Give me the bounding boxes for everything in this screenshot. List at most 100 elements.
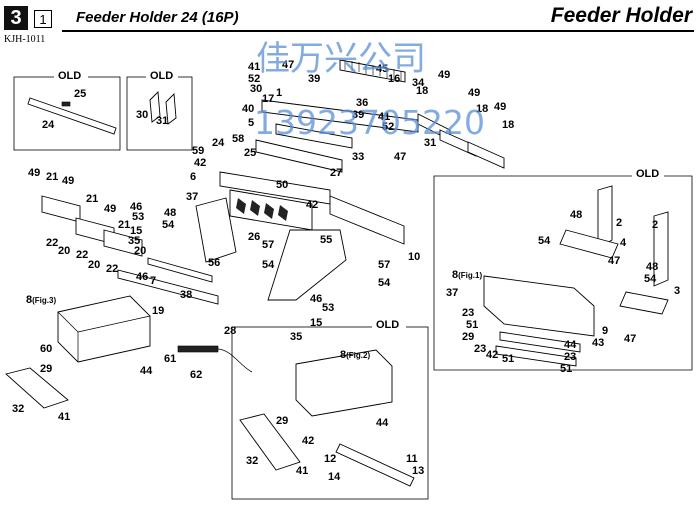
callout-c62: 7 bbox=[150, 275, 156, 287]
holder-fig2 bbox=[295, 349, 393, 417]
callout-c50: 20 bbox=[134, 245, 146, 257]
callout-c19: 49 bbox=[494, 101, 506, 113]
callout-c102: 8(Fig.1) bbox=[452, 269, 482, 281]
header-rule bbox=[62, 30, 694, 32]
callout-c12: 45 bbox=[376, 63, 388, 75]
callout-c113: 9 bbox=[602, 325, 608, 337]
callout-c18: 18 bbox=[476, 103, 488, 115]
callout-c4: 31 bbox=[156, 115, 168, 127]
strip-38 bbox=[117, 269, 219, 305]
watermark-phone: 13923705220 bbox=[254, 103, 485, 142]
callout-c35: 27 bbox=[330, 167, 342, 179]
callout-c100: 54 bbox=[644, 273, 657, 285]
callout-c41: 21 bbox=[46, 171, 58, 183]
section-number: 3 bbox=[4, 6, 28, 30]
callout-c31: 42 bbox=[194, 157, 206, 169]
callout-c48: 15 bbox=[130, 225, 142, 237]
holder-fig1 bbox=[483, 275, 595, 337]
callout-c7: 52 bbox=[248, 73, 260, 85]
callout-c98: 2 bbox=[652, 219, 658, 231]
callout-c89: 12 bbox=[324, 453, 336, 465]
clip-old bbox=[61, 101, 71, 107]
callout-c94: 2 bbox=[616, 217, 622, 229]
callout-c88: 41 bbox=[296, 465, 308, 477]
callout-c64: 56 bbox=[208, 257, 220, 269]
callout-c78: 29 bbox=[40, 363, 52, 375]
base-rail-10 bbox=[329, 195, 405, 245]
rail-51b bbox=[495, 345, 577, 367]
callout-c6: 47 bbox=[282, 59, 294, 71]
old-label-d: OLD bbox=[376, 319, 399, 331]
callout-c114: 43 bbox=[592, 337, 604, 349]
callout-c59: 22 bbox=[76, 249, 88, 261]
callout-c11: 39 bbox=[308, 73, 320, 85]
callout-c60: 20 bbox=[88, 259, 100, 271]
comb-strip-old bbox=[27, 97, 117, 135]
callout-c109: 51 bbox=[502, 353, 514, 365]
callout-c42: 49 bbox=[62, 175, 74, 187]
callout-c69: 8(Fig.3) bbox=[26, 294, 56, 306]
bar-3 bbox=[619, 291, 669, 315]
comb-unit-1 bbox=[41, 195, 81, 223]
callout-c56: 10 bbox=[408, 251, 420, 263]
callout-c73: 15 bbox=[310, 317, 322, 329]
callout-c74: 28 bbox=[224, 325, 236, 337]
rail-plate-27 bbox=[255, 139, 343, 173]
old-box-d bbox=[231, 326, 429, 500]
callout-c99: 48 bbox=[646, 261, 658, 273]
old-label-a: OLD bbox=[58, 70, 81, 82]
callout-c107: 23 bbox=[474, 343, 486, 355]
callout-c85: 44 bbox=[376, 417, 389, 429]
callout-c23: 36 bbox=[356, 97, 368, 109]
callout-c30: 59 bbox=[192, 145, 204, 157]
callout-c95: 54 bbox=[538, 235, 551, 247]
bracket-56 bbox=[195, 197, 237, 263]
callout-c17: 49 bbox=[468, 87, 480, 99]
callout-c57: 22 bbox=[46, 237, 58, 249]
callout-c47: 53 bbox=[132, 211, 144, 223]
callout-c112: 51 bbox=[560, 363, 572, 375]
old-label-b: OLD bbox=[150, 70, 173, 82]
callout-c13: 16 bbox=[388, 73, 400, 85]
side-frame-55 bbox=[267, 229, 347, 301]
callout-c93: 48 bbox=[570, 209, 582, 221]
callout-c86: 42 bbox=[302, 435, 314, 447]
callout-c44: 49 bbox=[104, 203, 116, 215]
callout-c32: 25 bbox=[244, 147, 256, 159]
callout-c27: 31 bbox=[424, 137, 436, 149]
callout-c106: 29 bbox=[462, 331, 474, 343]
top-comb bbox=[339, 59, 406, 83]
callout-c68: 38 bbox=[180, 289, 192, 301]
bar-4 bbox=[559, 229, 619, 259]
callout-c92: 14 bbox=[328, 471, 341, 483]
callout-c111: 23 bbox=[564, 351, 576, 363]
holder-fig3 bbox=[57, 295, 151, 363]
callout-c104: 23 bbox=[462, 307, 474, 319]
callout-c58: 20 bbox=[58, 245, 70, 257]
old-a-bg bbox=[54, 68, 88, 82]
callout-c97: 47 bbox=[608, 255, 620, 267]
old-b-bg bbox=[146, 68, 178, 82]
callout-c101: 3 bbox=[674, 285, 680, 297]
callout-c81: 32 bbox=[12, 403, 24, 415]
callout-c82: 41 bbox=[58, 411, 70, 423]
callout-c91: 13 bbox=[412, 465, 424, 477]
callout-c77: 61 bbox=[164, 353, 176, 365]
callout-c53: 26 bbox=[248, 231, 260, 243]
callout-c90: 11 bbox=[406, 453, 418, 465]
callout-c87: 32 bbox=[246, 455, 258, 467]
callout-c28: 58 bbox=[232, 133, 244, 145]
callout-c25: 41 bbox=[378, 111, 390, 123]
side-plate-2a bbox=[597, 185, 613, 249]
callout-c65: 54 bbox=[262, 259, 275, 271]
callout-c71: 46 bbox=[310, 293, 322, 305]
callout-c45: 21 bbox=[118, 219, 130, 231]
callout-c105: 51 bbox=[466, 319, 478, 331]
upper-rail bbox=[261, 99, 419, 133]
callout-c43: 21 bbox=[86, 193, 98, 205]
callout-c110: 44 bbox=[564, 339, 577, 351]
watermark-company: 佳万兴公司 bbox=[256, 39, 426, 79]
cable-62 bbox=[217, 348, 253, 373]
